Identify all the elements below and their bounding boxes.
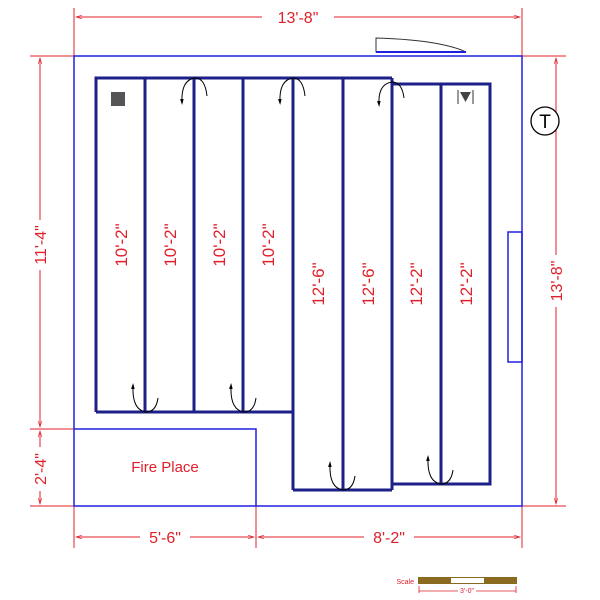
scale-bar: Scale 3'-0" [396, 577, 517, 595]
supply-square-icon [111, 92, 125, 106]
panel-length-label: 10'-2" [112, 223, 131, 266]
extension-lines [30, 8, 566, 548]
panel-length-label: 12'-6" [359, 262, 378, 305]
flow-arrow-icon [328, 461, 356, 491]
scale-length-label: 3'-0" [460, 588, 474, 595]
window [507, 231, 523, 363]
flow-arrow-icon [278, 77, 306, 105]
return-triangle-icon [457, 90, 474, 104]
panel-length-label: 10'-2" [259, 223, 278, 266]
scale-label: Scale [396, 579, 414, 586]
flow-arrow-icon [426, 455, 454, 485]
dimension-top: 13'-8" [76, 6, 520, 27]
dimension-left-lower-label: 2'-4" [33, 453, 50, 485]
dimension-left-upper: 11'-4" [30, 58, 50, 427]
dimension-bottom-right-label: 8'-2" [373, 530, 405, 547]
thermostat-icon: T [539, 112, 551, 133]
panel-length-label: 10'-2" [161, 223, 180, 266]
dimension-left-upper-label: 11'-4" [33, 225, 50, 265]
panel-length-label: 12'-2" [407, 262, 426, 305]
dimension-right: 13'-8" [546, 58, 566, 504]
thermostat: T [530, 106, 560, 136]
panel-length-label: 10'-2" [210, 223, 229, 266]
flow-arrows [131, 77, 454, 491]
flow-arrow-icon [377, 81, 405, 107]
flow-arrow-icon [229, 383, 257, 413]
heating-panels [94, 76, 492, 492]
door-swing [375, 37, 467, 53]
panel-length-label: 12'-2" [457, 262, 476, 305]
fireplace-label: Fire Place [131, 459, 199, 476]
dimension-top-label: 13'-8" [278, 10, 319, 27]
dimension-bottom-right: 8'-2" [258, 528, 520, 547]
dimension-left-lower: 2'-4" [30, 431, 50, 504]
room-outline [73, 55, 523, 507]
dimension-bottom-left-label: 5'-6" [149, 530, 181, 547]
flow-arrow-icon [180, 77, 208, 105]
fireplace: Fire Place [74, 428, 257, 506]
dimension-right-label: 13'-8" [549, 261, 566, 302]
panel-length-label: 12'-6" [309, 262, 328, 305]
dimension-bottom-left: 5'-6" [76, 528, 254, 547]
panel-labels: 10'-2" 10'-2" 10'-2" 10'-2" 12'-6" 12'-6… [112, 223, 476, 305]
flow-arrow-icon [131, 383, 159, 413]
